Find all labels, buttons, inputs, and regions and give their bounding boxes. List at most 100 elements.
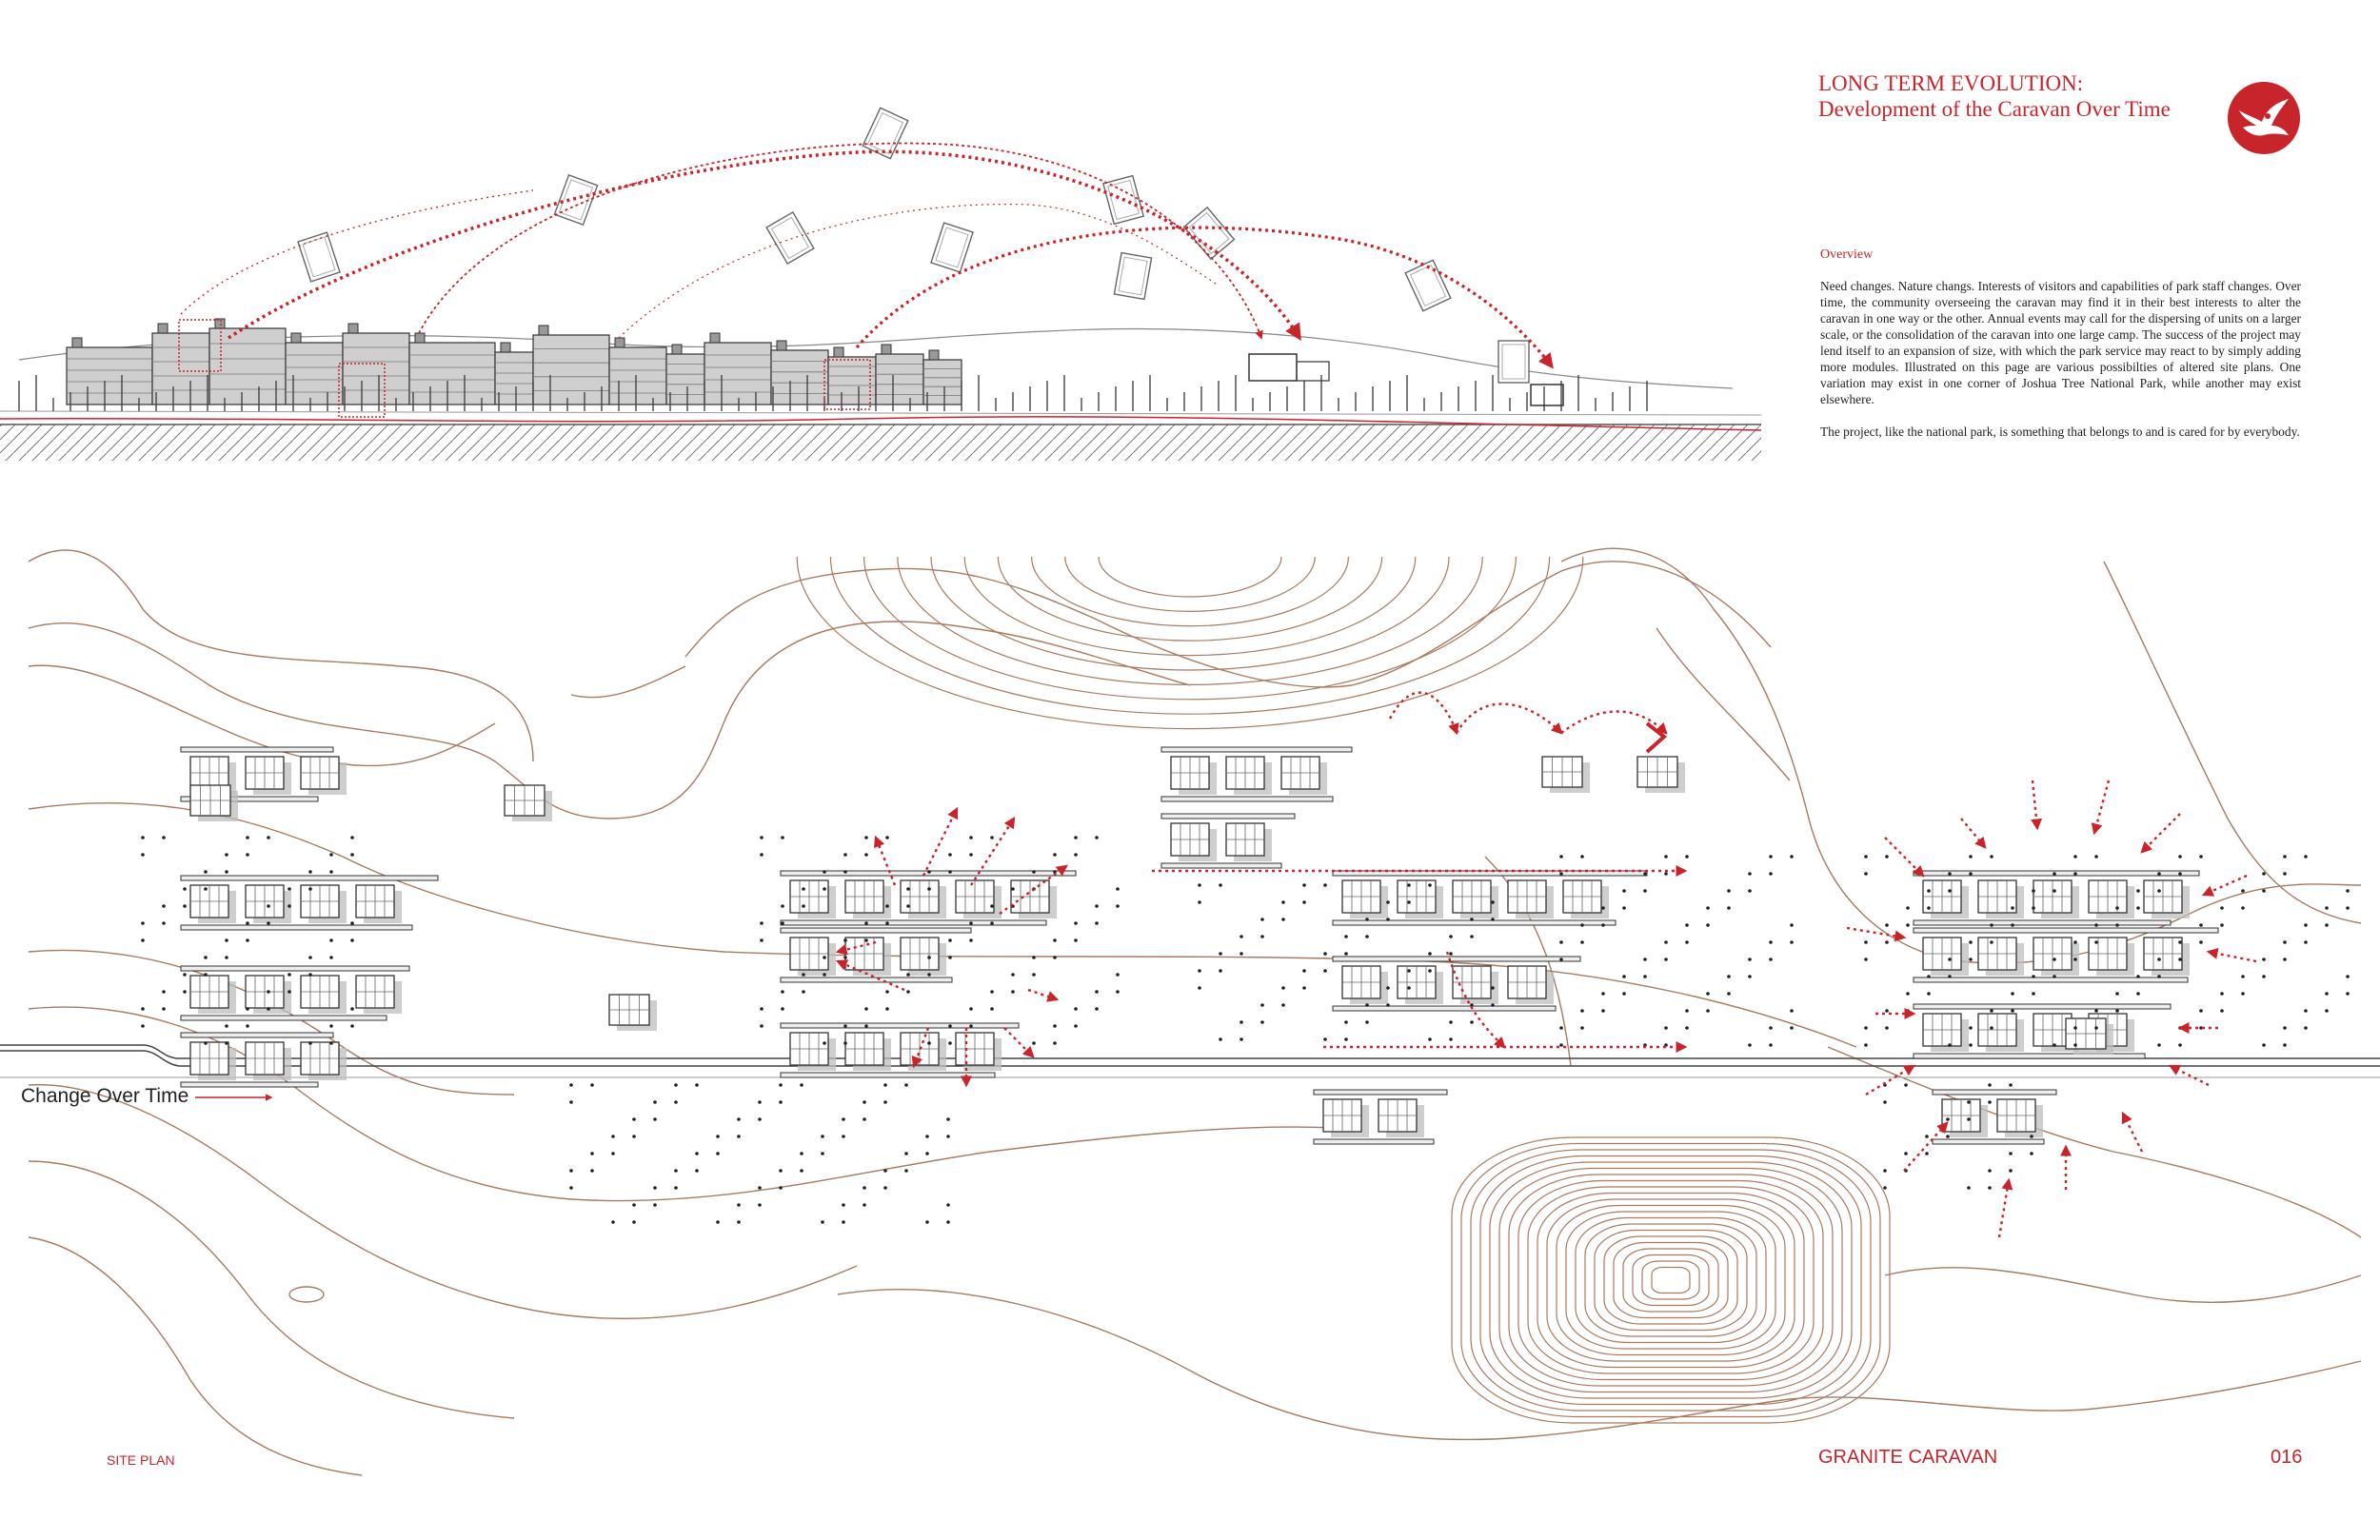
dot	[1664, 940, 1668, 944]
dot	[758, 1203, 762, 1207]
dot	[1948, 975, 1952, 978]
dot	[1706, 1009, 1710, 1013]
dot	[246, 1024, 249, 1028]
dot	[1925, 1152, 1929, 1155]
dot	[2283, 872, 2287, 876]
dot	[2032, 889, 2035, 893]
dot	[906, 990, 910, 994]
hill-contour	[1517, 1179, 1824, 1381]
dot	[1491, 900, 1495, 904]
dot	[1116, 990, 1120, 994]
dot	[802, 904, 805, 908]
dot	[162, 990, 166, 994]
module-inner	[1118, 256, 1148, 296]
plan-module	[1225, 822, 1272, 861]
dot	[1685, 855, 1689, 859]
title-line-1: LONG TERM EVOLUTION:	[1818, 71, 2084, 95]
dot	[883, 1083, 887, 1087]
dot	[1864, 958, 1868, 961]
dot	[204, 973, 208, 977]
overview-text: Need changes. Nature changs. Interests o…	[1820, 278, 2301, 456]
module-inner	[866, 111, 904, 155]
dot	[653, 1100, 657, 1104]
contour-arc	[829, 556, 1551, 715]
plan-module	[300, 1041, 347, 1080]
dot	[716, 1135, 720, 1138]
dot	[864, 836, 868, 839]
dot	[1580, 1026, 1584, 1030]
dot	[1219, 883, 1222, 887]
dot	[781, 921, 784, 925]
dot	[611, 1135, 615, 1138]
dot	[2220, 992, 2224, 996]
dot	[948, 1024, 952, 1028]
plan-module	[1010, 879, 1057, 918]
module-inner	[770, 216, 810, 260]
dot	[2009, 1083, 2013, 1087]
dot	[1095, 836, 1099, 839]
dot	[2073, 1026, 2077, 1030]
dot	[2346, 906, 2350, 910]
dot	[1302, 986, 1306, 990]
dot	[1643, 975, 1647, 978]
contour-arc	[930, 556, 1450, 671]
dot	[2011, 906, 2014, 910]
hill-contour	[1489, 1161, 1853, 1399]
dot	[1219, 952, 1222, 956]
hill-contour	[1651, 1266, 1691, 1294]
dot	[1664, 872, 1668, 876]
dot	[823, 887, 826, 891]
dot	[2346, 889, 2350, 893]
dot	[1864, 1026, 1868, 1030]
movement-arrow	[1455, 702, 1563, 735]
movement-arrow	[2201, 874, 2248, 897]
dot	[2094, 923, 2098, 927]
hill-contour	[1508, 1174, 1834, 1387]
dot	[1969, 958, 1973, 961]
dot	[779, 1083, 783, 1087]
deck	[780, 1022, 1020, 1029]
dot	[1559, 1043, 1563, 1047]
dot	[1344, 1037, 1348, 1041]
dot	[1790, 1009, 1794, 1013]
dot	[590, 1083, 594, 1087]
dot	[823, 956, 826, 959]
dot	[141, 921, 145, 925]
plan-module	[2033, 879, 2079, 918]
dot	[1053, 1024, 1057, 1028]
plan-module	[300, 975, 347, 1014]
dot	[1769, 855, 1773, 859]
chimney	[214, 318, 226, 329]
dot	[1925, 1135, 1929, 1138]
dot	[906, 887, 910, 891]
dot	[2178, 940, 2182, 944]
dot	[329, 1024, 333, 1028]
dot	[1074, 921, 1078, 925]
dot	[1580, 855, 1584, 859]
dot	[246, 1007, 249, 1011]
dot	[842, 1135, 845, 1138]
dot	[674, 1100, 678, 1104]
dot	[1074, 836, 1078, 839]
dot	[1948, 1043, 1952, 1047]
plan-module	[355, 975, 402, 1014]
movement-arrow	[2121, 1111, 2144, 1153]
deck	[180, 1015, 387, 1021]
dot	[1769, 1043, 1773, 1047]
plan-module	[300, 884, 347, 923]
dot	[162, 1007, 166, 1011]
dot	[162, 836, 166, 839]
movement-arrow	[873, 835, 897, 886]
dot	[800, 1152, 803, 1155]
chimney	[347, 323, 359, 334]
dot	[1428, 1037, 1432, 1041]
dot	[925, 1135, 929, 1138]
dot	[2094, 940, 2098, 944]
dot	[1969, 940, 1973, 944]
dot	[1344, 952, 1348, 956]
footer-project-name: GRANITE CARAVAN	[1818, 1447, 1998, 1468]
dot	[864, 1007, 868, 1011]
dot	[2283, 958, 2287, 961]
dot	[1559, 855, 1563, 859]
dot	[1559, 940, 1563, 944]
